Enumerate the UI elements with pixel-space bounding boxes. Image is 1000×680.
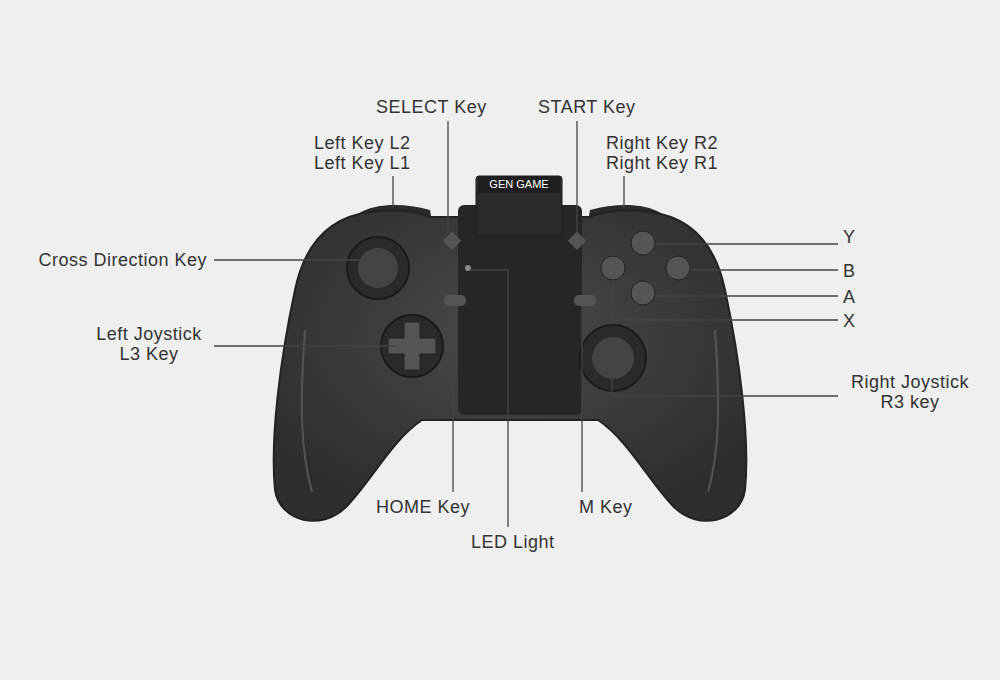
right-stick-cap [592, 337, 634, 379]
leader-line [613, 280, 838, 320]
leader-line [392, 176, 393, 208]
button-label: B [843, 261, 856, 281]
home-button [444, 295, 466, 306]
button-label: Y [843, 227, 856, 247]
leader-line [612, 372, 838, 396]
leader-line [470, 270, 508, 527]
button-label: A [843, 287, 856, 307]
leader-line [452, 306, 453, 492]
select-label: SELECT Key [376, 97, 487, 117]
button-b [666, 256, 690, 280]
left-stick-cap [358, 248, 398, 288]
phone-clamp [476, 176, 562, 236]
part-label: Left Joystick L3 Key [88, 324, 210, 364]
select-button [443, 232, 461, 250]
button-y [631, 231, 655, 255]
m-button [574, 295, 596, 306]
start-button [568, 232, 586, 250]
part-label: Cross Direction Key [38, 250, 207, 270]
leader-line [581, 306, 582, 492]
leader-line [655, 295, 838, 296]
brand-text: GEN GAME [489, 178, 548, 191]
button-label: X [843, 311, 856, 331]
leader-line [655, 243, 838, 244]
r2-label: Right Key R2 [606, 133, 718, 153]
grip-edge [302, 330, 312, 492]
l2-label: Left Key L2 [314, 133, 411, 153]
start-label: START Key [538, 97, 636, 117]
grip-edge [708, 330, 718, 492]
r1-label: Right Key R1 [606, 153, 718, 173]
leader-line [214, 345, 398, 346]
leader-lines [214, 121, 838, 527]
leader-line [576, 121, 577, 233]
leader-line [690, 269, 838, 270]
button-x [601, 256, 625, 280]
leader-line [447, 121, 448, 233]
l1-label: Left Key L1 [314, 153, 411, 173]
button-a [631, 281, 655, 305]
leader-line [214, 259, 360, 260]
home-label: HOME Key [376, 497, 470, 517]
m-label: M Key [579, 497, 633, 517]
part-label: Right Joystick R3 key [843, 372, 977, 412]
right-stick [580, 325, 646, 391]
clamp-bar [478, 176, 560, 193]
leader-line [623, 176, 624, 208]
led-label: LED Light [471, 532, 555, 552]
left-stick [347, 237, 409, 299]
